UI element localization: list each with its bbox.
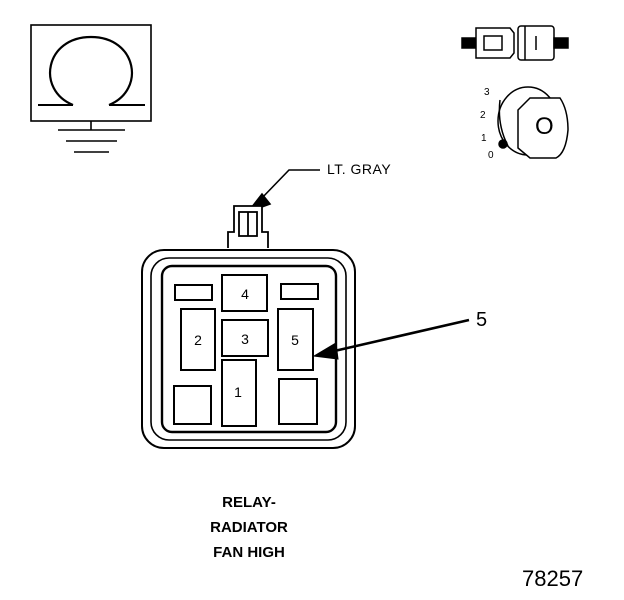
- pin-box-4: [221, 274, 268, 312]
- relay-title-line-1: RELAY-: [222, 494, 276, 511]
- pin-label-2: 2: [194, 332, 202, 348]
- wire-color-label: LT. GRAY: [327, 161, 392, 177]
- pin-box-3: [221, 319, 269, 357]
- pin-label-4: 4: [241, 286, 249, 302]
- relay-title-line-3: FAN HIGH: [213, 544, 285, 561]
- pin-label-3: 3: [241, 331, 249, 347]
- ignition-position-2: 2: [480, 110, 486, 121]
- connector-plug-icon: [461, 25, 569, 61]
- cavity-bottom-left: [173, 385, 212, 425]
- pin-box-1: [221, 359, 257, 427]
- ignition-position-0: 0: [488, 150, 494, 161]
- connector-latch: [227, 205, 269, 248]
- ohmmeter-ground-icon: [30, 24, 152, 153]
- ignition-position-1: 1: [481, 133, 487, 144]
- pin-box-2: [180, 308, 216, 371]
- cavity-top-right: [280, 283, 319, 300]
- ignition-key-off-icon: [497, 86, 569, 159]
- pin-label-5: 5: [291, 332, 299, 348]
- cavity-top-left: [174, 284, 213, 301]
- ignition-position-3: 3: [484, 87, 490, 98]
- callout-arrow: [312, 318, 470, 360]
- callout-number: 5: [476, 309, 488, 331]
- pin-label-1: 1: [234, 384, 242, 400]
- cavity-bottom-right: [278, 378, 318, 425]
- figure-number: 78257: [522, 566, 584, 591]
- relay-title-line-2: RADIATOR: [210, 519, 288, 536]
- connector-cavities: [173, 274, 319, 427]
- ignition-key-letter: O: [535, 113, 554, 140]
- pin-box-5: [277, 308, 314, 371]
